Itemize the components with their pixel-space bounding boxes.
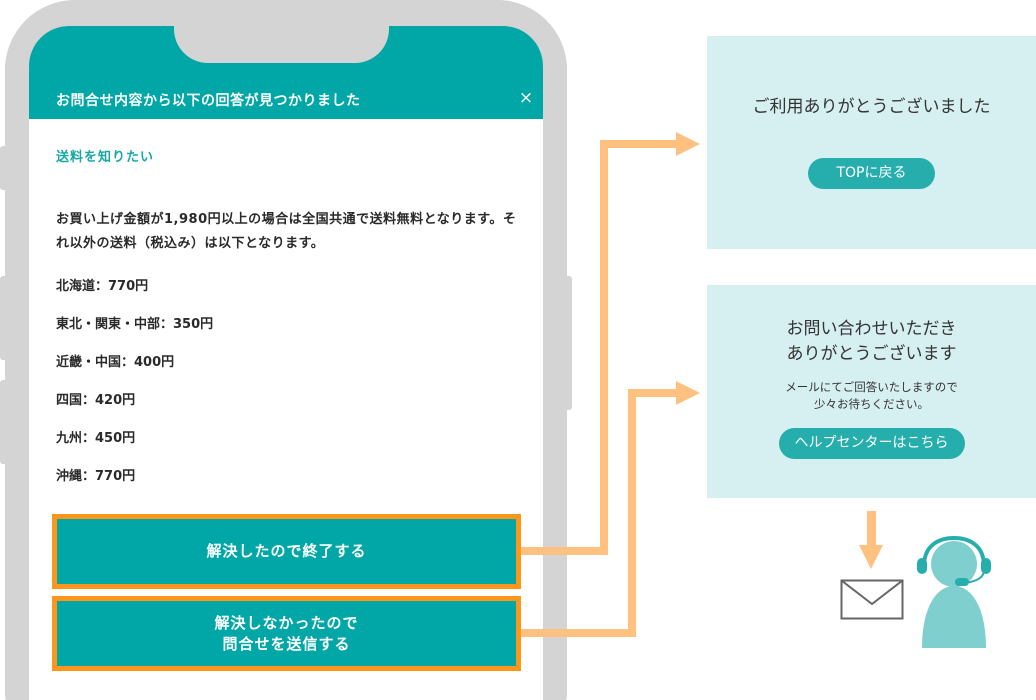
resolved-panel: ご利用ありがとうございました TOPに戻る [707, 36, 1036, 249]
unresolved-button-line2: 問合せを送信する [222, 634, 351, 653]
mail-icon [840, 579, 904, 620]
phone-notch [174, 26, 389, 63]
connector-line [521, 629, 636, 637]
help-center-button[interactable]: ヘルプセンターはこちら [778, 428, 965, 459]
question-text: 送料を知りたい [56, 150, 155, 165]
unresolved-button[interactable]: 解決しなかったので 問合せを送信する [57, 601, 516, 666]
rate-item: 四国：420円 [56, 393, 136, 408]
connector-line [628, 389, 680, 397]
close-icon[interactable]: × [518, 88, 534, 108]
rate-item: 九州：450円 [56, 431, 136, 446]
connector-line [600, 140, 608, 555]
operator-headset-icon [917, 536, 991, 648]
resolved-panel-title: ご利用ありがとうございました [752, 97, 991, 117]
connector-line [600, 140, 680, 148]
unresolved-button-highlight: 解決しなかったので 問合せを送信する [52, 596, 521, 671]
rate-item: 北海道：770円 [56, 279, 149, 294]
arrow-down-icon [859, 545, 883, 569]
arrow-right-icon [676, 381, 700, 405]
rate-item: 近畿・中国：400円 [56, 355, 175, 370]
connector-line [521, 547, 608, 555]
unresolved-title-line2: ありがとうございます [786, 344, 957, 364]
top-button[interactable]: TOPに戻る [808, 158, 935, 189]
phone-side-button [0, 146, 8, 190]
unresolved-panel-message: メールにてご回答いたしますので 少々お待ちください。 [707, 379, 1036, 413]
unresolved-panel: お問い合わせいただき ありがとうございます メールにてご回答いたしますので 少々… [707, 285, 1036, 498]
message-line2: 少々お待ちください。 [814, 397, 929, 411]
resolved-button[interactable]: 解決したので終了する [57, 519, 516, 584]
header-title: お問合せ内容から以下の回答が見つかりました [56, 93, 361, 109]
phone-side-button [0, 380, 8, 464]
rate-item: 東北・関東・中部：350円 [56, 317, 214, 332]
unresolved-title-line1: お問い合わせいただき [786, 319, 957, 339]
phone-side-button [0, 276, 8, 360]
chat-header: お問合せ内容から以下の回答が見つかりました × [29, 26, 543, 119]
resolved-button-highlight: 解決したので終了する [52, 514, 521, 589]
unresolved-panel-title: お問い合わせいただき ありがとうございます [707, 317, 1036, 367]
arrow-right-icon [676, 132, 700, 156]
unresolved-button-line1: 解決しなかったので [214, 613, 359, 632]
connector-line [867, 511, 876, 547]
answer-text: お買い上げ金額が1,980円以上の場合は全国共通で送料無料となります。それ以外の… [56, 212, 517, 251]
message-line1: メールにてご回答いたしますので [785, 380, 958, 394]
connector-line [628, 389, 636, 637]
rate-item: 沖縄：770円 [56, 469, 136, 484]
